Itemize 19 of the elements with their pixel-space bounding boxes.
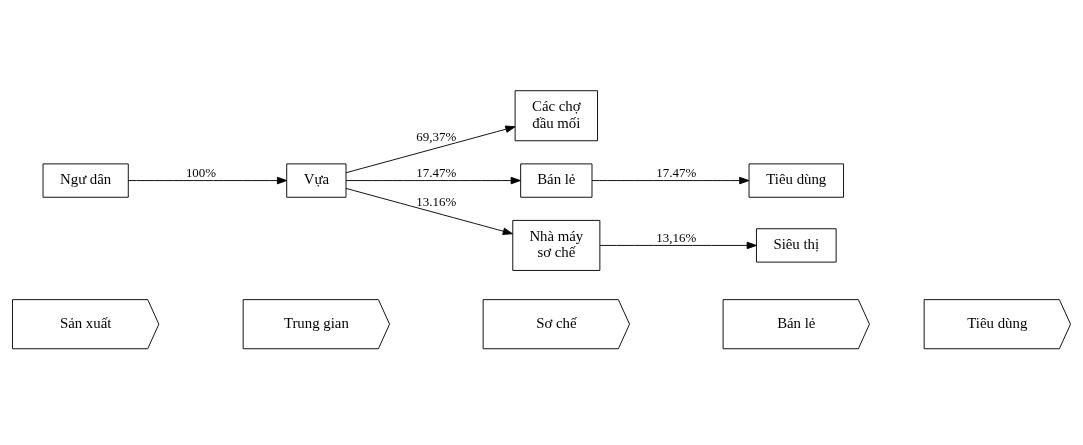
node-box: Ngư dân [42, 163, 129, 198]
arrow [599, 241, 757, 250]
node-box: Nhà máy sơ chế [512, 219, 601, 271]
node-box: Các chợ đầu mối [514, 90, 598, 142]
edge-label: 13.16% [416, 193, 457, 209]
edge-label: 69,37% [416, 128, 457, 144]
node-box: Siêu thị [756, 228, 837, 263]
node-box: Bán lẻ [520, 163, 593, 198]
arrow [345, 187, 513, 235]
node-box: Tiêu dùng [748, 163, 844, 198]
edge-label: 17.47% [656, 165, 697, 181]
edge-label: 100% [185, 165, 217, 181]
edge-label: 17.47% [416, 165, 457, 181]
arrow [345, 176, 521, 185]
arrow [127, 176, 288, 185]
arrow [345, 125, 516, 174]
arrow [591, 176, 750, 185]
edge-label: 13,16% [656, 229, 697, 245]
node-box: Vựa [286, 163, 347, 198]
